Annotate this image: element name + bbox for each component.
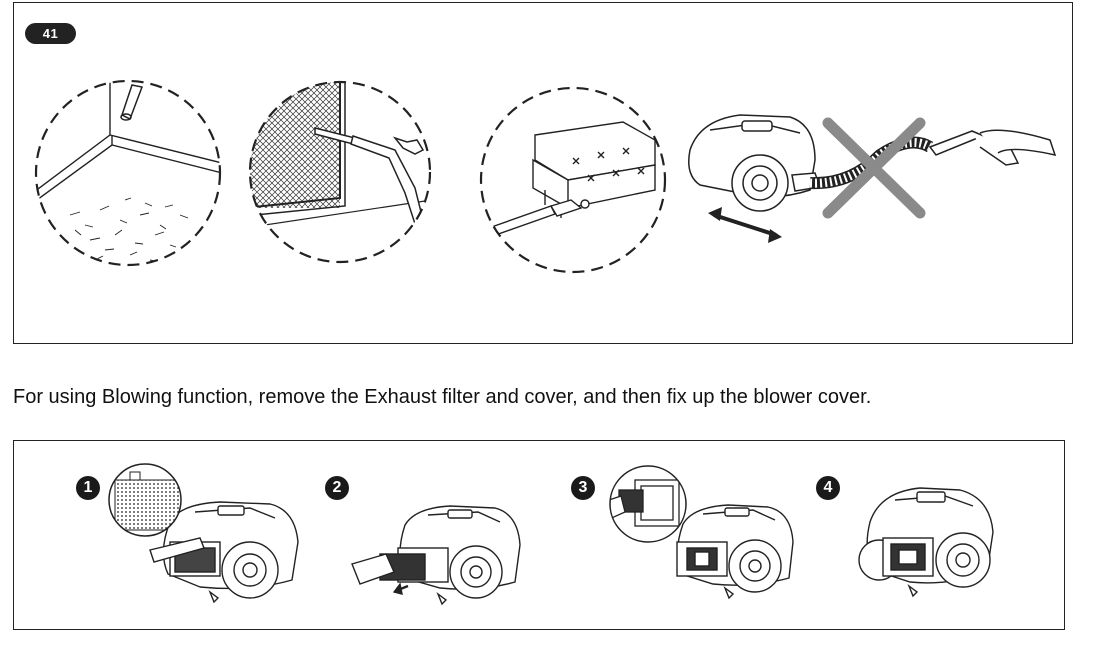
step-4-number: 4 <box>816 476 840 500</box>
blowing-function-instruction: For using Blowing function, remove the E… <box>13 386 872 408</box>
blower-cover-steps-panel <box>13 440 1065 630</box>
insert-blower-cover-icon <box>609 465 794 600</box>
window-screen-scene <box>248 80 432 264</box>
step-3-number: 3 <box>571 476 595 500</box>
remove-exhaust-filter-icon <box>108 463 299 604</box>
vacuum-hose-scene <box>688 114 1057 243</box>
sofa-scene <box>479 86 667 274</box>
step-2-number: 2 <box>325 476 349 500</box>
blower-cover-fitted-icon <box>858 487 994 598</box>
floor-corner-scene <box>34 79 222 267</box>
double-arrow-icon <box>708 207 782 243</box>
pull-out-filter-icon <box>351 505 521 606</box>
usage-illustration-panel <box>13 2 1073 344</box>
step-1-number: 1 <box>76 476 100 500</box>
page-number-badge: 41 <box>25 23 76 44</box>
prohibited-cross-icon <box>822 117 926 219</box>
